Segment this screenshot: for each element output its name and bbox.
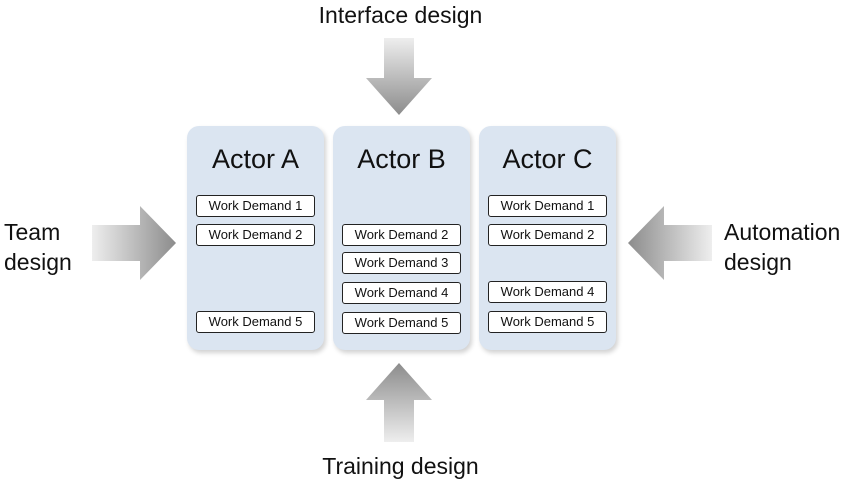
actor-c-title: Actor C: [502, 144, 593, 174]
arrow-left-automation: [628, 206, 712, 280]
arrow-down-interface: [366, 38, 432, 115]
automation-design-label-line2: design: [724, 249, 792, 275]
work-demand-box: Work Demand 5: [488, 311, 607, 333]
work-demand-box: Work Demand 1: [196, 195, 315, 217]
actor-c-panel: Actor C Work Demand 1 Work Demand 2 Work…: [479, 126, 616, 350]
actor-a-panel: Actor A Work Demand 1 Work Demand 2 Work…: [187, 126, 324, 350]
team-design-label-line1: Team: [4, 219, 61, 245]
work-demand-box: Work Demand 2: [488, 224, 607, 246]
work-demand-box: Work Demand 3: [342, 252, 461, 274]
work-demand-box: Work Demand 5: [196, 311, 315, 333]
work-demand-box: Work Demand 2: [196, 224, 315, 246]
work-demand-box: Work Demand 2: [342, 224, 461, 246]
actor-b-panel: Actor B Work Demand 2 Work Demand 3 Work…: [333, 126, 470, 350]
automation-design-label-line1: Automation: [724, 219, 841, 245]
arrow-right-team: [92, 206, 176, 280]
actor-b-title: Actor B: [357, 144, 446, 174]
work-demand-box: Work Demand 1: [488, 195, 607, 217]
interface-design-label: Interface design: [318, 2, 483, 28]
actor-a-title: Actor A: [211, 144, 300, 174]
work-demand-box: Work Demand 4: [488, 281, 607, 303]
arrow-up-training: [366, 363, 432, 442]
training-design-label: Training design: [322, 453, 479, 479]
work-demand-box: Work Demand 5: [342, 312, 461, 334]
work-demand-box: Work Demand 4: [342, 282, 461, 304]
team-design-label-line2: design: [4, 249, 72, 275]
